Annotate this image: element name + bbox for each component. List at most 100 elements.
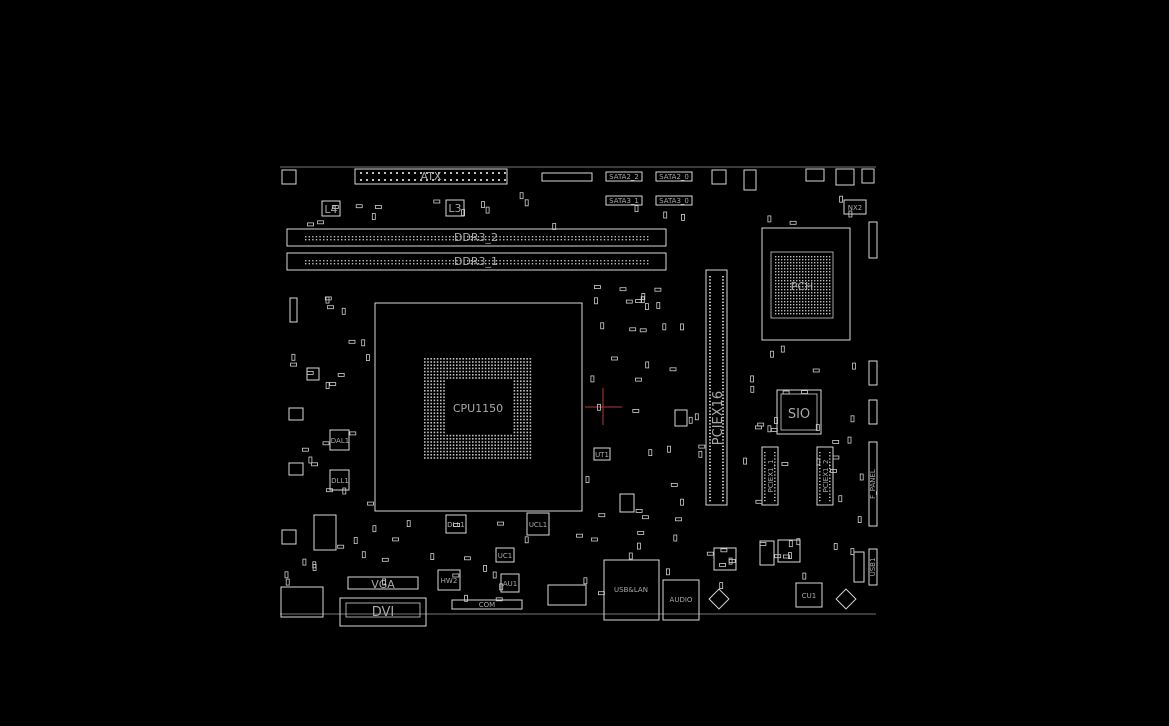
cpu-pad	[484, 358, 487, 360]
hw2-component[interactable]: HW2	[437, 569, 461, 591]
ic-top-right-2[interactable]	[743, 169, 757, 191]
cpu-pad	[424, 412, 426, 414]
cpu-pad	[488, 434, 490, 437]
pch-ball	[820, 310, 822, 312]
ddr3-slot-1[interactable]: DDR3_1	[286, 252, 667, 271]
pciex16-slot[interactable]: PCIEX16	[705, 269, 728, 506]
smd-part	[850, 548, 855, 555]
smd-part	[361, 551, 366, 559]
cpu-pad	[433, 431, 436, 434]
pch-chip[interactable]: PCH	[761, 227, 851, 341]
dvi-connector[interactable]: DVI	[339, 597, 427, 627]
sata2-2-connector[interactable]: SATA2_2	[605, 171, 643, 182]
cpu-pad	[433, 406, 436, 408]
pch-ball	[784, 295, 786, 297]
ic-top-right-1[interactable]	[711, 169, 727, 185]
pch-ball	[778, 292, 780, 294]
uc1-component[interactable]: UC1	[495, 547, 515, 563]
header-left-1[interactable]	[289, 297, 298, 323]
usb1-header[interactable]: USB1	[868, 548, 878, 586]
inductor-l4[interactable]: L4	[321, 200, 341, 217]
dimm-pin	[481, 263, 483, 265]
dll1-component-left[interactable]: DLL1	[329, 469, 350, 491]
pcie-pin	[764, 490, 766, 492]
ucl1-component[interactable]: UCL1	[526, 512, 550, 536]
ic-center-2[interactable]	[674, 409, 688, 427]
pcie-pin	[709, 487, 711, 489]
capacitor-block-left[interactable]	[313, 514, 337, 551]
ic-bottom-right-2[interactable]	[759, 540, 775, 566]
vga-connector[interactable]: VGA	[347, 576, 419, 591]
dimm-pin	[351, 263, 354, 265]
ut1-component[interactable]: UT1	[593, 447, 611, 461]
ic-top-right-4[interactable]	[835, 168, 855, 186]
pch-ball	[817, 307, 819, 309]
cpu-pad	[516, 367, 519, 370]
pch-ball	[805, 307, 807, 309]
usb-lan-connector[interactable]: USB&LAN	[603, 559, 660, 621]
header-bottom-center[interactable]	[547, 584, 587, 606]
sata-header-left[interactable]	[541, 172, 593, 182]
atx-pin	[492, 179, 494, 181]
cpu-pad	[526, 438, 528, 440]
smd-part	[495, 597, 503, 602]
smd-part	[348, 339, 356, 344]
cpu-pad	[446, 370, 448, 373]
ic-rotated-1[interactable]	[708, 588, 730, 610]
dimm-pin	[445, 260, 447, 262]
pcie-pin	[722, 324, 724, 326]
nx2-component[interactable]: NX2	[843, 199, 867, 215]
ic-center-1[interactable]	[619, 493, 635, 513]
mounting-pad-top-right[interactable]	[861, 168, 875, 184]
cpu-pad	[459, 367, 461, 370]
ic-left-2[interactable]	[288, 407, 304, 421]
pcie-pin	[709, 490, 711, 492]
sio-chip[interactable]: SIO	[776, 389, 822, 435]
pciex1-2-slot[interactable]: PCIEX1_2	[816, 446, 834, 506]
sata3-0-connector[interactable]: SATA3_0	[655, 195, 693, 206]
ic-top-right-3[interactable]	[805, 168, 825, 182]
mounting-pad-bottom-left[interactable]	[281, 529, 297, 545]
ic-left-3[interactable]	[288, 462, 304, 476]
dimm-pin	[377, 236, 379, 238]
header-right-3[interactable]	[868, 399, 878, 425]
header-bottom-right[interactable]	[853, 551, 865, 583]
f-panel-header[interactable]: F_PANEL	[868, 441, 878, 527]
audio-codec[interactable]	[713, 547, 737, 571]
ic-rotated-2[interactable]	[835, 588, 857, 610]
pch-ball	[775, 313, 777, 315]
cpu-pad	[433, 370, 436, 373]
header-right-1[interactable]	[868, 221, 878, 259]
dll1-component[interactable]: DLL1	[445, 514, 467, 534]
pch-ball	[784, 289, 786, 291]
cpu-pad	[520, 441, 522, 443]
pch-ball	[778, 262, 780, 264]
ic-bottom-right-1[interactable]	[777, 539, 801, 563]
audio-connector[interactable]: AUDIO	[662, 579, 700, 621]
dimm-pin	[449, 236, 451, 238]
dimm-pin	[416, 236, 418, 238]
pciex1-1-slot[interactable]: PCIEX1_1	[761, 446, 779, 506]
pch-ball	[775, 280, 777, 282]
cpu-pad	[529, 399, 532, 402]
smd-part	[635, 377, 642, 382]
svg-text:SATA3_0: SATA3_0	[659, 197, 689, 205]
dal1-component[interactable]: DAL1	[329, 429, 350, 451]
atx-connector[interactable]: ATX	[354, 168, 508, 185]
au1-component[interactable]: AU1	[500, 573, 520, 593]
sata3-1-connector[interactable]: SATA3_1	[605, 195, 643, 206]
cpu-pad	[497, 447, 500, 450]
cpu-pad	[430, 402, 432, 405]
sata2-0-connector[interactable]: SATA2_0	[655, 171, 693, 182]
com-header[interactable]: COM	[451, 599, 523, 610]
cpu-socket-1150[interactable]: CPU1150	[374, 302, 583, 512]
ddr3-slot-2[interactable]: DDR3_2	[286, 228, 667, 247]
inductor-l3[interactable]: L3	[445, 199, 465, 217]
header-right-2[interactable]	[868, 360, 878, 386]
cpu-pad	[430, 377, 432, 379]
mounting-pad-top-left[interactable]	[281, 169, 297, 185]
cu1-component[interactable]: CU1	[795, 582, 823, 608]
ps2-connector[interactable]	[280, 586, 324, 618]
